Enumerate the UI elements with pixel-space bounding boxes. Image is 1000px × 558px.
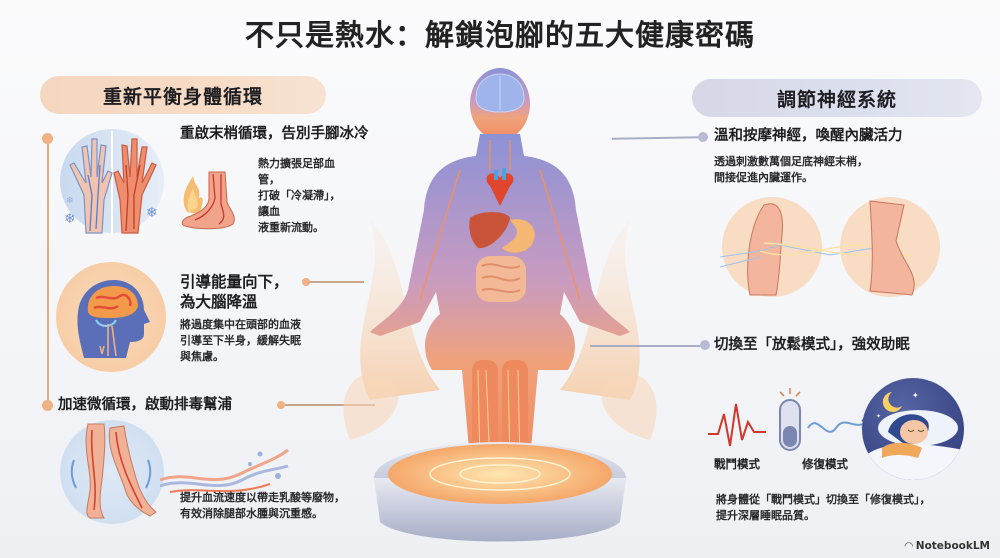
item-5-heading: 切換至「放鬆模式」，強效助眠 (714, 337, 910, 353)
seated-body-foot-bath-icon (330, 60, 670, 558)
connector-dot-3 (277, 401, 285, 409)
connector-line-3 (285, 404, 375, 406)
notebooklm-logo-icon: ◠ (904, 540, 913, 552)
item-1-body-line-3: 液重新流動。 (258, 220, 324, 234)
item-2-body: 將過度集中在頭部的血液 引導至下半身，緩解失眠 與焦慮。 (180, 317, 330, 365)
item-4-heading: 溫和按摩神經，喚醒內臟活力 (714, 128, 903, 144)
notebooklm-brand: ◠ NotebookLM (905, 540, 990, 552)
timeline-dot-1 (42, 133, 53, 144)
connector-line-5 (590, 345, 700, 347)
item-2-body-line-3: 與焦慮。 (180, 349, 224, 363)
svg-text:✦: ✦ (876, 413, 881, 420)
svg-text:❄: ❄ (66, 196, 74, 206)
heartbeat-wave-icon (708, 403, 766, 447)
left-section-header: 重新平衡身體循環 (40, 76, 326, 114)
item-4-body: 透過刺激數萬個足底神經末梢， 間接促進內臟運作。 (714, 154, 944, 186)
item-3-body-line-1: 提升血流速度以帶走乳酸等廢物， (180, 491, 345, 504)
item-3-body-line-2: 有效消除腿部水腫與沉重感。 (180, 506, 323, 520)
item-4-body-line-1: 透過刺激數萬個足底神經末梢， (714, 155, 868, 168)
item-2-heading-line-1: 引導能量向下， (180, 273, 289, 291)
item-5-body: 將身體從「戰鬥模式」切換至「修復模式」， 提升深層睡眠品質。 (716, 492, 986, 524)
left-timeline-line (47, 138, 49, 406)
brain-head-profile-icon (56, 262, 166, 372)
connector-line-2 (309, 281, 364, 283)
timeline-dot-3 (42, 400, 53, 411)
cold-warm-hands-icon: ❄ ❄ ❄ (56, 125, 168, 237)
right-section-header: 調節神經系統 (692, 79, 982, 117)
item-2-body-line-1: 將過度集中在頭部的血液 (180, 318, 301, 331)
sleeping-woman-icon: ✦ ✦ (862, 378, 964, 480)
item-5-body-line-1: 將身體從「戰鬥模式」切換至「修復模式」， (716, 493, 931, 506)
fight-mode-label: 戰鬥模式 (714, 457, 760, 471)
connector-dot-2 (302, 278, 310, 286)
mode-switch-graphic (708, 384, 878, 454)
item-4-body-line-2: 間接促進內臟運作。 (714, 170, 813, 184)
item-5-body-line-2: 提升深層睡眠品質。 (716, 508, 815, 522)
notebooklm-brand-label: NotebookLM (915, 540, 990, 552)
item-2-heading-line-2: 為大腦降溫 (180, 293, 258, 312)
connector-dot-5 (700, 340, 710, 350)
legs-circulation-flow-icon (60, 420, 164, 524)
svg-text:❄: ❄ (64, 211, 76, 227)
svg-text:❄: ❄ (146, 205, 158, 221)
foot-sole-nerves-icon (719, 195, 950, 301)
item-1-body-line-1: 熱力擴張足部血管， (258, 157, 335, 186)
item-1-body-line-2: 打破「冷凝滯」，讓血 (258, 188, 341, 218)
item-1-body: 熱力擴張足部血管， 打破「冷凝滯」，讓血 液重新流動。 (258, 156, 348, 236)
svg-text:✦: ✦ (912, 391, 919, 400)
item-3-body: 提升血流速度以帶走乳酸等廢物， 有效消除腿部水腫與沉重感。 (180, 490, 390, 522)
repair-mode-label: 修復模式 (802, 457, 848, 471)
item-2-body-line-2: 引導至下半身，緩解失眠 (180, 333, 301, 347)
item-3-heading: 加速微循環，啟動排毒幫浦 (58, 397, 232, 413)
warm-foot-flame-icon (175, 168, 245, 234)
item-2-heading: 引導能量向下， 為大腦降溫 (180, 272, 289, 312)
connector-dot-4 (698, 132, 708, 142)
blood-flow-stream-icon (159, 440, 290, 500)
page-title: 不只是熱水：解鎖泡腳的五大健康密碼 (244, 18, 755, 52)
item-1-heading: 重啟末梢循環，告別手腳冰冷 (180, 126, 369, 142)
